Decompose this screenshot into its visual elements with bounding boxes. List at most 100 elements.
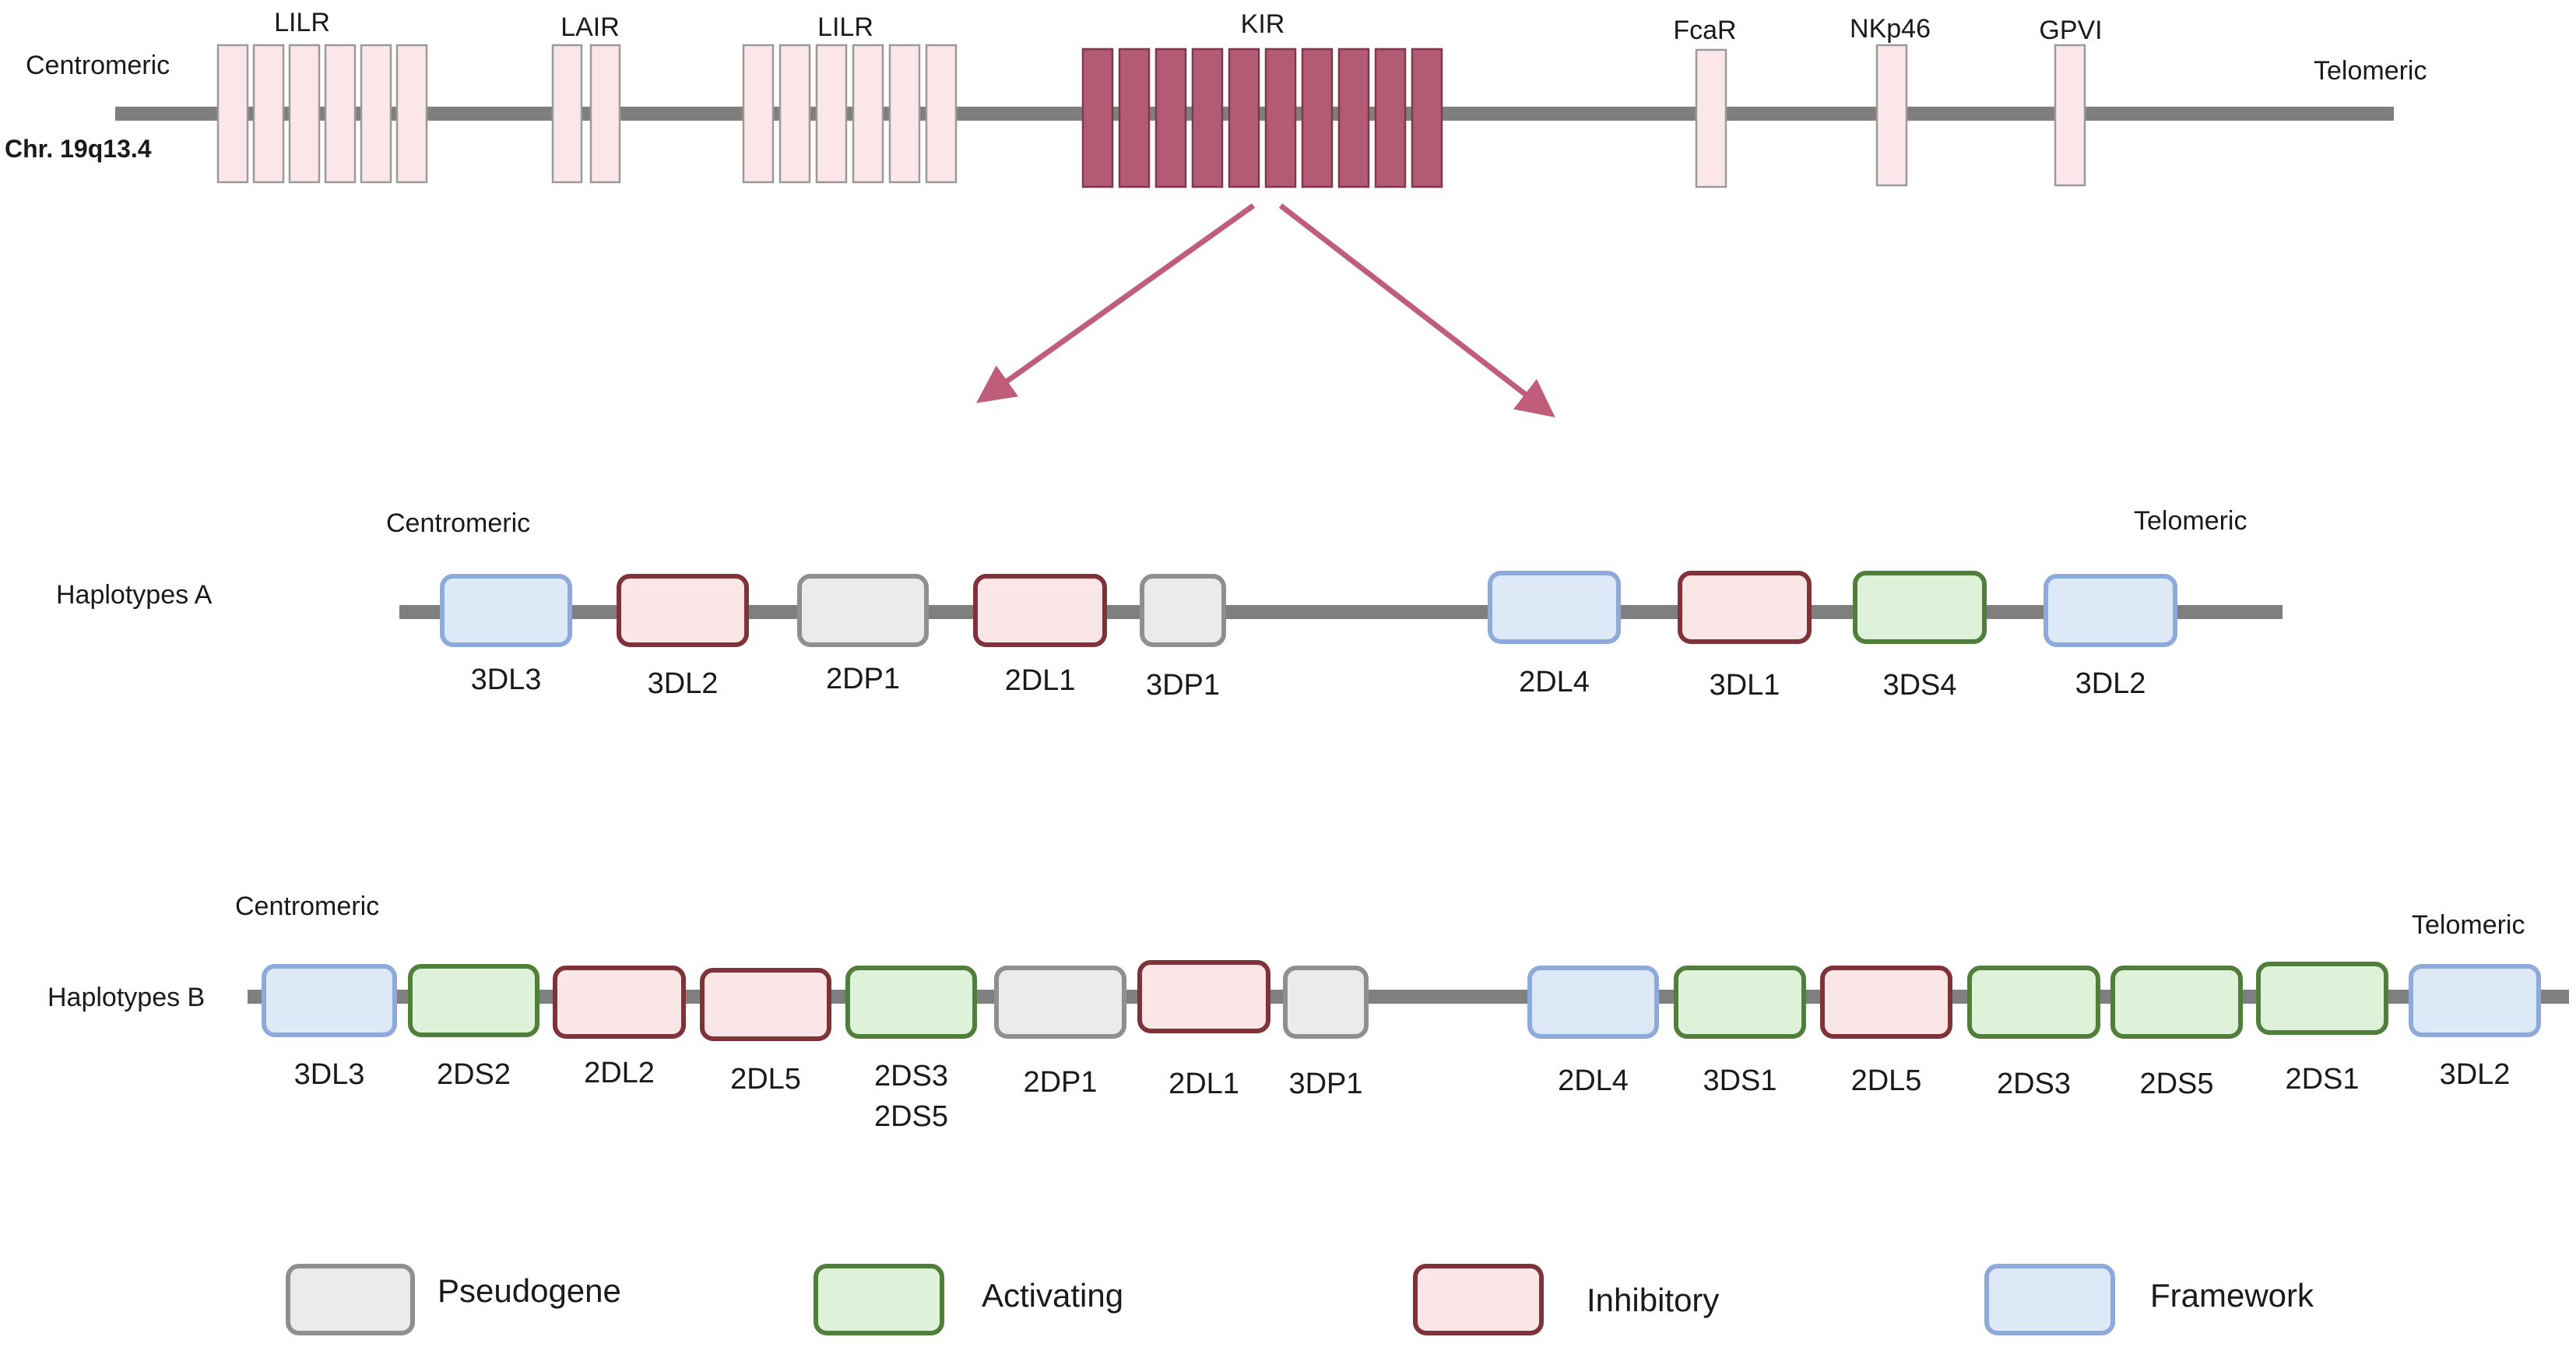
gene-box bbox=[1137, 960, 1270, 1033]
locus-gene-block bbox=[1695, 48, 1727, 188]
kir-gene-block bbox=[1264, 47, 1297, 188]
gene-2dl4: 2DL4 bbox=[1488, 571, 1621, 698]
gene-box bbox=[440, 574, 572, 647]
gene-label: 3DL2 bbox=[2075, 667, 2146, 700]
kir-gene-block bbox=[1228, 47, 1260, 188]
legend-swatch bbox=[286, 1264, 415, 1335]
gene-2dl1: 2DL1 bbox=[973, 574, 1107, 697]
gene-label-secondary: 2DS5 bbox=[874, 1100, 948, 1133]
haplotype-a-label: Haplotypes A bbox=[56, 580, 213, 610]
kir-gene-block bbox=[1118, 47, 1151, 188]
gene-3dl3: 3DL3 bbox=[262, 964, 397, 1091]
gene-label: 3DP1 bbox=[1288, 1068, 1362, 1100]
gene-label: 2DS3 bbox=[874, 1060, 948, 1092]
gene-3ds1: 3DS1 bbox=[1674, 966, 1806, 1097]
locus-boxes bbox=[2054, 44, 2086, 187]
gene-label: 2DL2 bbox=[584, 1057, 655, 1089]
locus-kir: KIR bbox=[1081, 9, 1443, 188]
gene-2dl1: 2DL1 bbox=[1137, 960, 1270, 1100]
expand-arrow-left bbox=[976, 203, 1256, 403]
gene-3dl2: 3DL2 bbox=[617, 574, 749, 700]
gene-2dp1: 2DP1 bbox=[994, 966, 1126, 1099]
gene-2ds3: 2DS3 bbox=[1967, 966, 2100, 1100]
gene-2ds5: 2DS5 bbox=[2110, 966, 2243, 1100]
legend: Pseudogene Activating Inhibitory Framewo… bbox=[286, 1264, 2314, 1335]
legend-swatch bbox=[1984, 1264, 2115, 1335]
gene-label: 2DP1 bbox=[1023, 1066, 1097, 1099]
locus-boxes bbox=[551, 44, 621, 184]
gene-box bbox=[617, 574, 749, 647]
locus-gene-block bbox=[742, 44, 775, 184]
gene-label: 3DL3 bbox=[294, 1058, 365, 1091]
gene-label: 3DS1 bbox=[1703, 1064, 1776, 1097]
kir-gene-block bbox=[1337, 47, 1370, 188]
legend-item-pseudogene: Pseudogene bbox=[286, 1264, 621, 1335]
locus-fcar: FcaR bbox=[1673, 16, 1737, 188]
gene-label: 2DS5 bbox=[2139, 1068, 2213, 1100]
gene-2dl2: 2DL2 bbox=[553, 966, 686, 1089]
gene-label: 2DL5 bbox=[1851, 1064, 1922, 1097]
locus-gene-block bbox=[288, 44, 321, 184]
gene-box bbox=[553, 966, 686, 1039]
gene-2dl5: 2DL5 bbox=[700, 968, 831, 1096]
chromosome-telomeric-label: Telomeric bbox=[2314, 56, 2427, 86]
kir-gene-block bbox=[1301, 47, 1334, 188]
locus-lilr-1: LILR bbox=[216, 8, 428, 184]
gene-3dp1: 3DP1 bbox=[1283, 966, 1369, 1100]
legend-label: Activating bbox=[982, 1277, 1123, 1314]
locus-lilr-2: LILR bbox=[742, 12, 958, 184]
legend-item-activating: Activating bbox=[814, 1264, 1123, 1335]
locus-gene-block bbox=[888, 44, 921, 184]
gene-box bbox=[2110, 966, 2243, 1039]
kir-gene-block bbox=[1191, 47, 1224, 188]
gene-3dl2-telomeric: 3DL2 bbox=[2409, 964, 2541, 1091]
gene-label: 2DP1 bbox=[826, 663, 900, 695]
gene-3dl1: 3DL1 bbox=[1678, 571, 1812, 702]
gene-2ds2: 2DS2 bbox=[408, 964, 539, 1091]
gene-2ds3-2ds5: 2DS3 2DS5 bbox=[845, 966, 977, 1133]
legend-label: Pseudogene bbox=[438, 1272, 621, 1309]
gene-label: 3DL3 bbox=[471, 663, 542, 696]
locus-gene-block bbox=[252, 44, 285, 184]
gene-label: 2DL5 bbox=[730, 1063, 801, 1096]
gene-box bbox=[1527, 966, 1659, 1039]
gene-2dl4: 2DL4 bbox=[1527, 966, 1659, 1097]
gene-box bbox=[1140, 574, 1226, 647]
locus-gene-block bbox=[551, 44, 583, 184]
kir-gene-block bbox=[1374, 47, 1407, 188]
gene-3dp1: 3DP1 bbox=[1140, 574, 1226, 702]
gene-box bbox=[408, 964, 539, 1037]
kir-gene-block bbox=[1411, 47, 1443, 188]
locus-label: FcaR bbox=[1673, 16, 1736, 45]
kir-gene-block bbox=[1154, 47, 1187, 188]
expand-arrow-right bbox=[1278, 203, 1555, 417]
chromosome-position-label: Chr. 19q13.4 bbox=[5, 135, 152, 163]
gene-label: 2DL1 bbox=[1005, 664, 1076, 697]
locus-nkp46: NKp46 bbox=[1850, 14, 1931, 187]
locus-gene-block bbox=[2054, 44, 2086, 187]
chromosome-centromeric-label: Centromeric bbox=[26, 51, 170, 80]
locus-gene-block bbox=[852, 44, 884, 184]
gene-box bbox=[1488, 571, 1621, 644]
gene-label: 2DS3 bbox=[1997, 1068, 2071, 1100]
gene-label: 3DL1 bbox=[1710, 669, 1780, 702]
kir-gene-block bbox=[1081, 47, 1114, 188]
gene-box bbox=[1820, 966, 1952, 1039]
chromosome-overview: Centromeric Telomeric Chr. 19q13.4 LILR … bbox=[5, 8, 2427, 417]
locus-gene-block bbox=[925, 44, 958, 184]
locus-label: LILR bbox=[817, 12, 873, 42]
haplotype-b-centromeric-label: Centromeric bbox=[235, 892, 379, 921]
locus-gene-block bbox=[815, 44, 848, 184]
haplotype-a: Haplotypes A Centromeric Telomeric 3DL3 … bbox=[56, 506, 2283, 702]
gene-box bbox=[1853, 571, 1987, 644]
gene-label: 3DL2 bbox=[648, 667, 719, 700]
gene-box bbox=[2256, 962, 2388, 1035]
locus-lair: LAIR bbox=[551, 12, 621, 184]
gene-box bbox=[2409, 964, 2541, 1037]
gene-box bbox=[1967, 966, 2100, 1039]
legend-label: Inhibitory bbox=[1587, 1282, 1719, 1318]
gene-box bbox=[2044, 574, 2177, 647]
locus-label: LAIR bbox=[561, 12, 620, 42]
gene-3ds4: 3DS4 bbox=[1853, 571, 1987, 702]
